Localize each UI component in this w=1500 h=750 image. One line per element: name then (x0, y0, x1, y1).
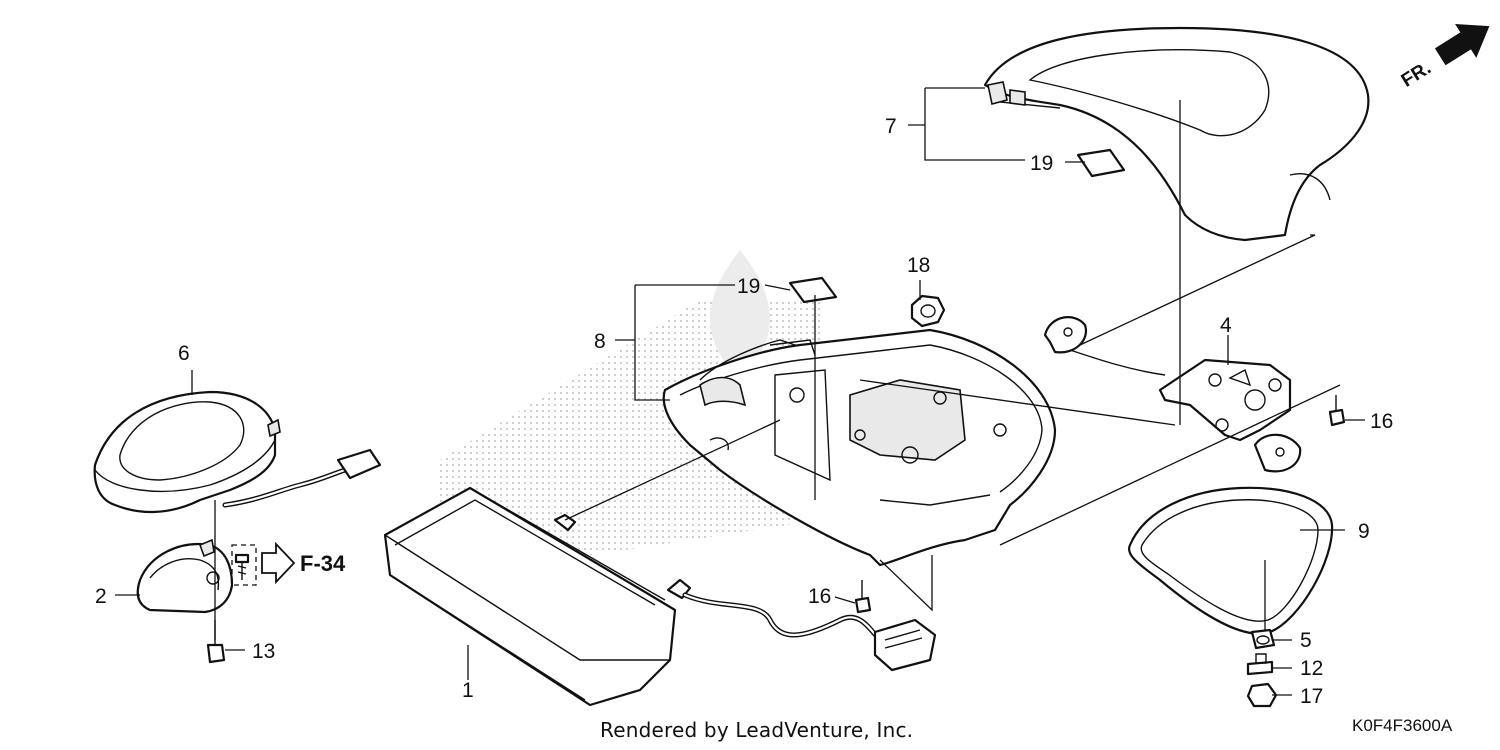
nut-5[interactable] (1250, 628, 1276, 650)
label-19-lower: 19 (737, 275, 760, 298)
label-5: 5 (1300, 629, 1312, 652)
label-7: 7 (885, 115, 897, 138)
label-19-upper: 19 (1030, 152, 1053, 175)
license-light-cover[interactable] (93, 390, 281, 513)
label-1: 1 (462, 679, 474, 702)
screw-13[interactable] (206, 620, 226, 664)
label-6: 6 (178, 342, 190, 365)
label-16-lower: 16 (808, 585, 831, 608)
label-8: 8 (594, 330, 606, 353)
nut-17[interactable] (1246, 682, 1278, 708)
svg-text:FR.: FR. (1398, 58, 1435, 92)
rubber-plate-lower[interactable] (1253, 433, 1302, 473)
seal-gasket[interactable] (1127, 486, 1334, 635)
bracket-plate[interactable] (1158, 358, 1292, 442)
light-housing-case[interactable] (662, 328, 1057, 567)
cushion-pad-upper[interactable] (1076, 148, 1126, 178)
part-number-labels: 1 2 4 5 6 7 8 9 12 13 16 16 17 18 19 19 (95, 115, 1393, 708)
license-light-wire (222, 448, 382, 508)
tail-light-wire-harness (682, 592, 883, 643)
license-light-base[interactable] (136, 538, 234, 614)
mounting-screw[interactable] (231, 544, 257, 586)
label-9: 9 (1358, 520, 1370, 543)
screw-16-lower[interactable] (854, 580, 872, 614)
label-12: 12 (1300, 657, 1323, 680)
label-18: 18 (907, 254, 930, 277)
reference-arrow-f34[interactable]: F-34 (261, 541, 346, 585)
screw-16-right[interactable] (1328, 395, 1346, 427)
collar-12[interactable] (1246, 653, 1274, 676)
cushion-pad-lower[interactable] (788, 276, 838, 304)
leader-lines (115, 87, 1365, 696)
label-4: 4 (1220, 314, 1232, 337)
tail-light-connector (873, 618, 937, 672)
rear-top-cover[interactable] (983, 26, 1370, 242)
rubber-plate-upper[interactable] (1043, 316, 1166, 376)
label-16-right: 16 (1370, 410, 1393, 433)
front-direction-arrow: FR. (1398, 23, 1490, 92)
rubber-grommet[interactable] (910, 294, 946, 328)
diagram-code: K0F4F3600A (1352, 716, 1453, 735)
footer-credit: Rendered by LeadVenture, Inc. (600, 718, 914, 742)
label-13: 13 (252, 640, 275, 663)
tail-light-unit[interactable] (383, 486, 692, 707)
label-17: 17 (1300, 685, 1323, 708)
svg-text:F-34: F-34 (300, 551, 346, 576)
label-2: 2 (95, 585, 107, 608)
